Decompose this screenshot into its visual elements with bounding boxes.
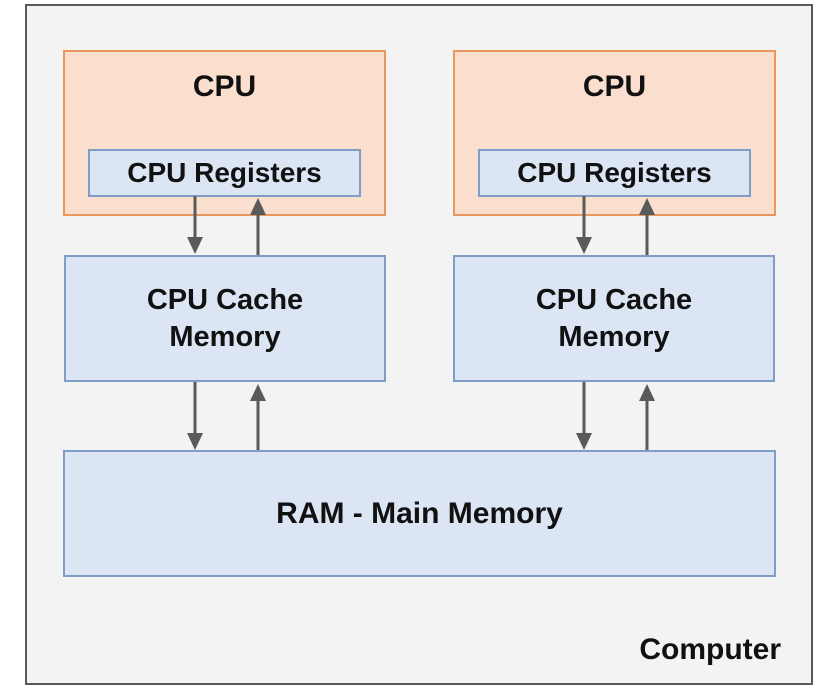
cpu-cache-memory-1: CPU Cache Memory <box>64 255 386 382</box>
cpu-registers-2: CPU Registers <box>478 149 751 197</box>
ram-label: RAM - Main Memory <box>276 496 563 530</box>
cpu-registers-1: CPU Registers <box>88 149 361 197</box>
cache-label-line2: Memory <box>558 320 670 353</box>
ram-main-memory: RAM - Main Memory <box>63 450 776 577</box>
cpu-box-2: CPU CPU Registers <box>453 50 776 216</box>
cache-label-line1: CPU Cache <box>146 283 304 316</box>
cache-label-line2: Memory <box>169 320 281 353</box>
cpu-box-1: CPU CPU Registers <box>63 50 386 216</box>
cache-label-line1: CPU Cache <box>535 283 693 316</box>
cpu-cache-memory-2: CPU Cache Memory <box>453 255 775 382</box>
cpu-title-1: CPU <box>192 70 257 103</box>
cpu-title-2: CPU <box>582 70 647 103</box>
computer-label: Computer <box>639 633 781 666</box>
